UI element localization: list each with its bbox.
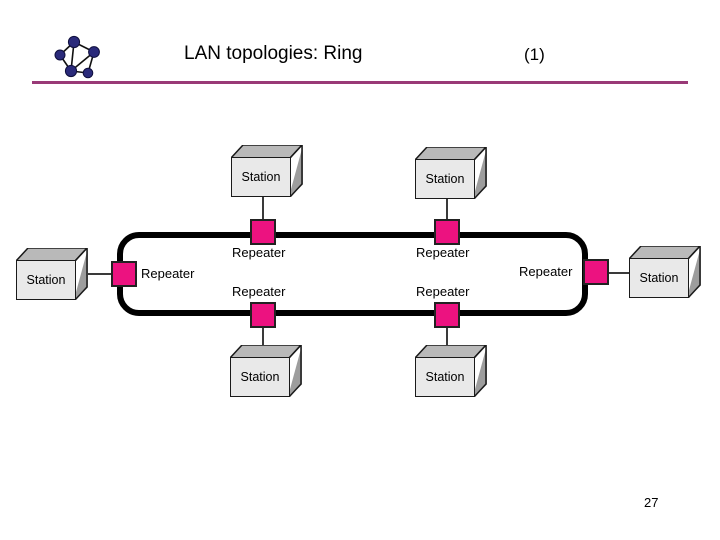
connector-station-top-right (446, 199, 448, 221)
repeater-top-right (434, 219, 460, 245)
page-title-index: (1) (524, 45, 545, 64)
station-front-face (230, 357, 290, 397)
station-bottom-right: Station (415, 345, 487, 397)
station-label: Station (425, 370, 465, 384)
repeater-right (583, 259, 609, 285)
repeater-bottom-right-label: Repeater (416, 284, 470, 299)
repeater-right-label: Repeater (519, 264, 573, 279)
connector-station-bottom-left (262, 327, 264, 354)
station-right: Station (629, 246, 701, 298)
station-left: Station (16, 248, 88, 300)
repeater-bottom-left-label: Repeater (232, 284, 286, 299)
page-title: LAN topologies: Ring (184, 43, 363, 64)
network-graph-icon (50, 33, 106, 83)
connector-station-bottom-right (446, 327, 448, 354)
station-bottom-left: Station (230, 345, 302, 397)
station-front-face (415, 159, 475, 199)
station-label: Station (26, 273, 66, 287)
station-label: Station (639, 271, 679, 285)
station-label: Station (241, 170, 281, 184)
repeater-bottom-right (434, 302, 460, 328)
station-label: Station (425, 172, 465, 186)
repeater-top-left (250, 219, 276, 245)
station-label: Station (240, 370, 280, 384)
repeater-left (111, 261, 137, 287)
repeater-bottom-left (250, 302, 276, 328)
station-front-face (415, 357, 475, 397)
station-top-left: Station (231, 145, 303, 197)
repeater-left-label: Repeater (141, 266, 195, 281)
station-front-face (629, 258, 689, 298)
connector-station-right (608, 272, 635, 274)
connector-station-top-left (262, 197, 264, 221)
page-number: 27 (644, 495, 659, 510)
header-divider (32, 81, 688, 84)
repeater-top-left-label: Repeater (232, 245, 286, 260)
station-top-right: Station (415, 147, 487, 199)
connector-station-left (84, 273, 114, 275)
station-front-face (16, 260, 76, 300)
repeater-top-right-label: Repeater (416, 245, 470, 260)
station-front-face (231, 157, 291, 197)
